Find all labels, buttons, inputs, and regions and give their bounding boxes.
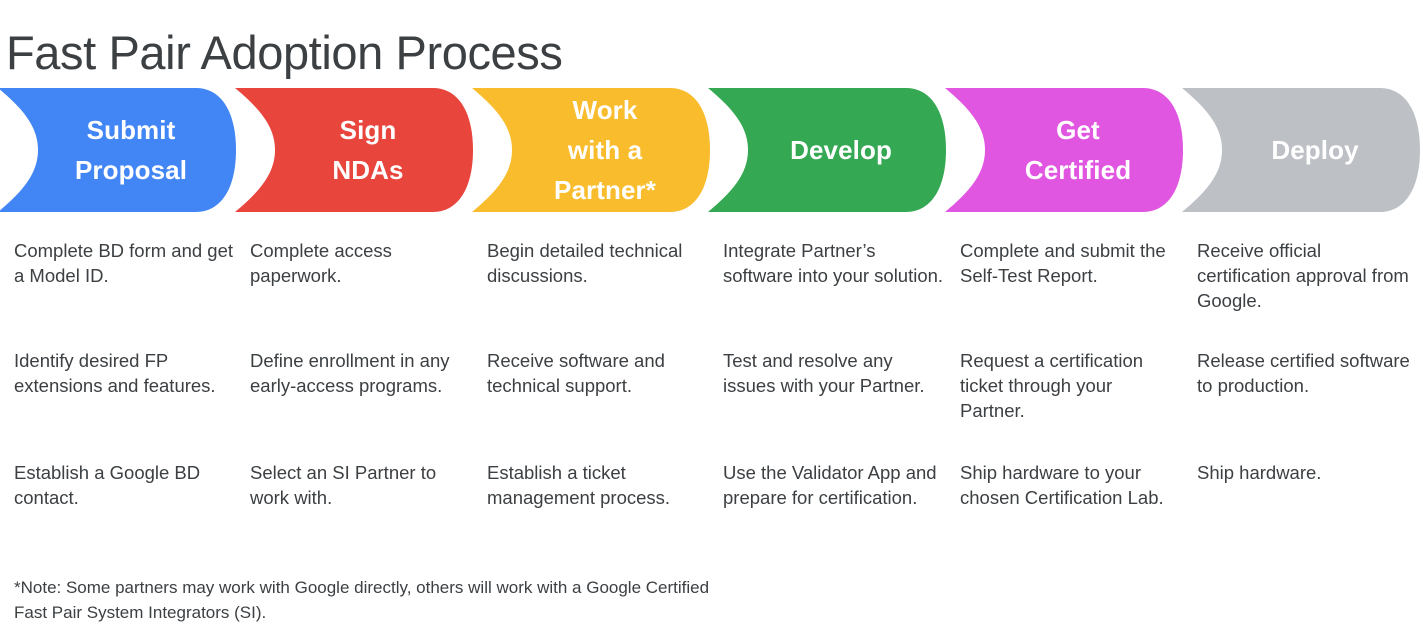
footnote-note: *Note: Some partners may work with Googl… bbox=[14, 578, 710, 622]
stage-detail-item: Complete and submit the Self-Test Report… bbox=[960, 240, 1166, 286]
stage-banner-label: Sign NDAs bbox=[332, 115, 404, 185]
stage-banner-label: Work with a Partner* bbox=[554, 95, 656, 205]
stage-detail-item: Identify desired FP extensions and featu… bbox=[14, 350, 216, 396]
stage-detail-columns: Complete BD form and get a Model ID. Ide… bbox=[0, 238, 1423, 548]
process-stage-banner-row: Submit Proposal Sign NDAs Work with a Pa… bbox=[0, 88, 1423, 212]
stage-banner-label: Get Certified bbox=[1024, 115, 1132, 185]
stage-banner-develop[interactable]: Develop bbox=[708, 88, 946, 212]
stage-detail-item: Complete access paperwork. bbox=[250, 240, 392, 286]
stage-detail-item: Begin detailed technical discussions. bbox=[487, 240, 683, 286]
page-title: Fast Pair Adoption Process bbox=[6, 26, 563, 80]
stage-detail-item: Integrate Partner’s software into your s… bbox=[723, 240, 944, 286]
stage-detail-item: Ship hardware. bbox=[1197, 462, 1322, 483]
stage-banner-label: Develop bbox=[790, 135, 892, 165]
stage-detail-item: Establish a Google BD contact. bbox=[14, 462, 201, 508]
stage-detail-item: Define enrollment in any early-access pr… bbox=[250, 350, 450, 396]
stage-banner-submit-proposal[interactable]: Submit Proposal bbox=[0, 88, 236, 212]
stage-detail-item: Receive official certification approval … bbox=[1197, 240, 1409, 311]
stage-banner-get-certified[interactable]: Get Certified bbox=[945, 88, 1183, 212]
stage-detail-item: Complete BD form and get a Model ID. bbox=[14, 240, 234, 286]
stage-detail-item: Test and resolve any issues with your Pa… bbox=[723, 350, 925, 396]
stage-detail-item: Request a certification ticket through y… bbox=[960, 350, 1144, 421]
stage-detail-item: Ship hardware to your chosen Certificati… bbox=[960, 462, 1164, 508]
stage-detail-item: Select an SI Partner to work with. bbox=[250, 462, 437, 508]
stage-banner-label: Submit Proposal bbox=[74, 115, 188, 185]
stage-banner-work-with-a-partner[interactable]: Work with a Partner* bbox=[472, 88, 710, 212]
stage-banner-deploy[interactable]: Deploy bbox=[1182, 88, 1420, 212]
stage-detail-item: Receive software and technical support. bbox=[487, 350, 665, 396]
stage-banner-sign-ndas[interactable]: Sign NDAs bbox=[235, 88, 473, 212]
stage-detail-item: Use the Validator App and prepare for ce… bbox=[723, 462, 937, 508]
stage-detail-item: Release certified software to production… bbox=[1197, 350, 1410, 396]
stage-banner-label: Deploy bbox=[1271, 135, 1359, 165]
stage-detail-item: Establish a ticket management process. bbox=[487, 462, 671, 508]
